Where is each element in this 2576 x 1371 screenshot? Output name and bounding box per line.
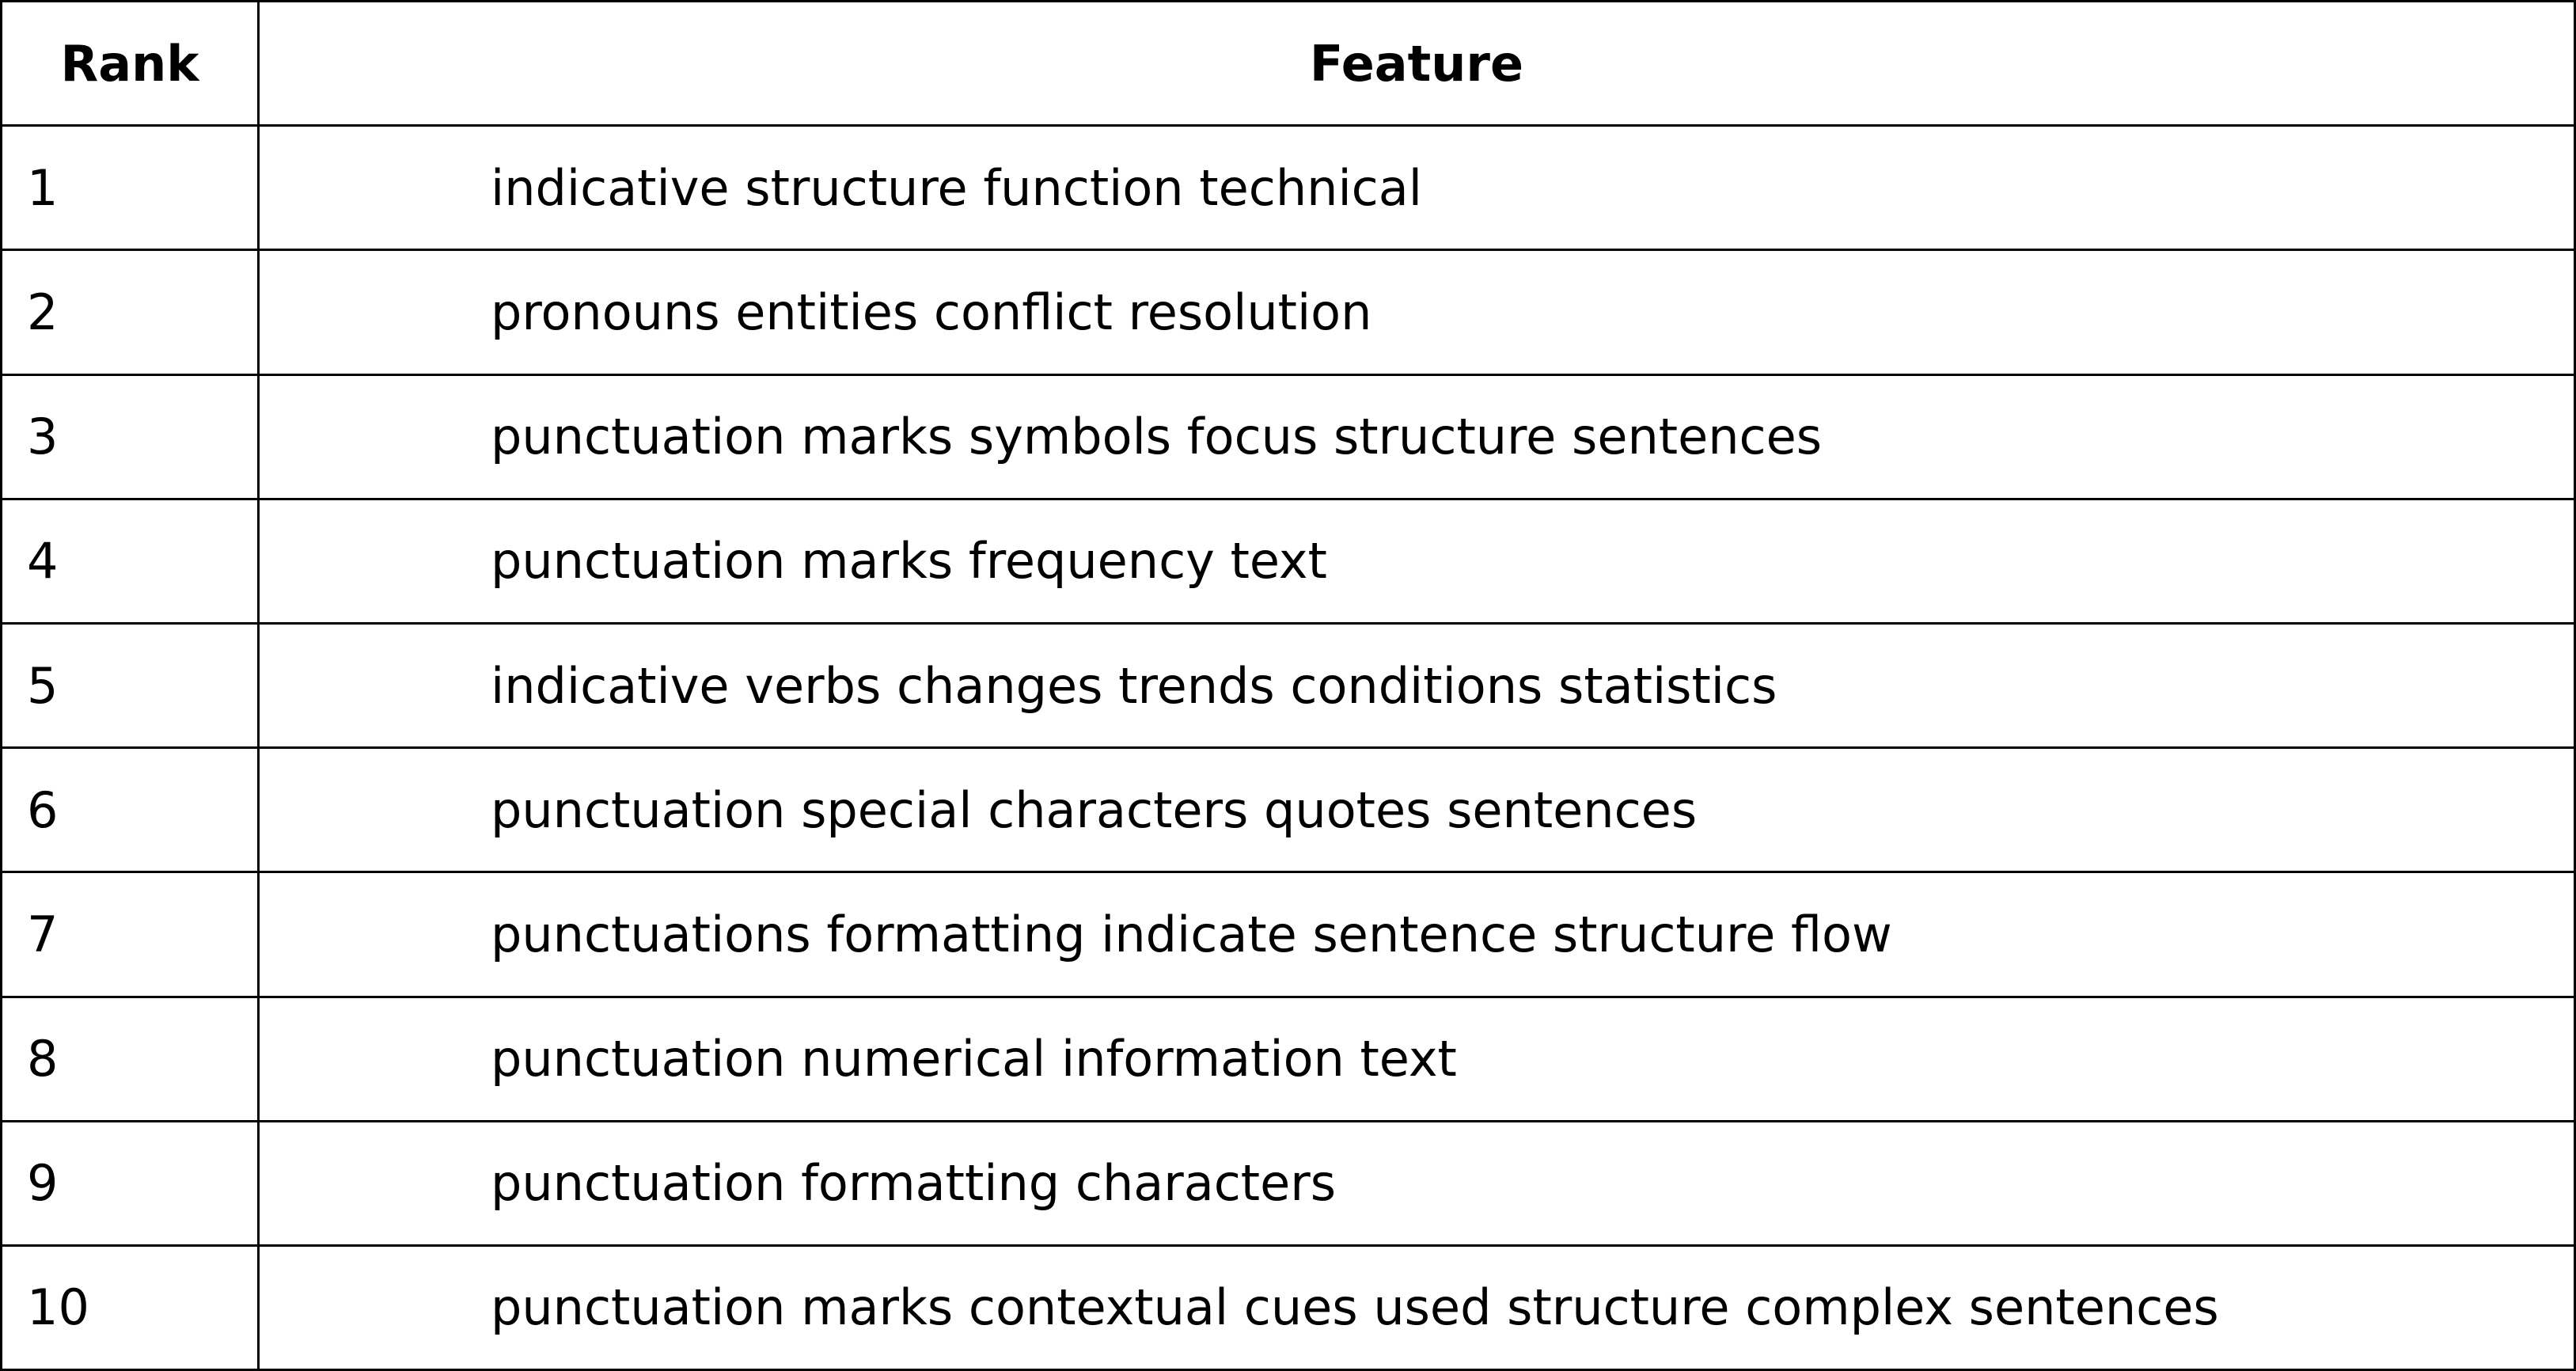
table-header-row: Rank Feature — [2, 2, 2574, 127]
rank-column-header: Rank — [2, 2, 260, 125]
table-row: 7 punctuations formatting indicate sente… — [2, 873, 2574, 998]
table-row: 6 punctuation special characters quotes … — [2, 749, 2574, 874]
table-row: 1 indicative structure function technica… — [2, 127, 2574, 252]
rank-cell: 5 — [2, 624, 260, 747]
rank-cell: 1 — [2, 127, 260, 249]
table-row: 3 punctuation marks symbols focus struct… — [2, 375, 2574, 500]
table-row: 5 indicative verbs changes trends condit… — [2, 624, 2574, 750]
table-row: 2 pronouns entities conflict resolution — [2, 251, 2574, 376]
feature-cell: punctuation numerical information text — [491, 1030, 1457, 1088]
feature-cell: pronouns entities conflict resolution — [491, 283, 1372, 341]
table-row: 8 punctuation numerical information text — [2, 997, 2574, 1122]
rank-cell: 3 — [2, 375, 260, 498]
rank-cell: 8 — [2, 997, 260, 1120]
feature-cell: punctuation special characters quotes se… — [491, 780, 1698, 839]
feature-cell: indicative verbs changes trends conditio… — [491, 656, 1777, 715]
rank-cell: 10 — [2, 1246, 260, 1369]
rank-cell: 7 — [2, 873, 260, 996]
rank-cell: 6 — [2, 749, 260, 872]
rank-cell: 2 — [2, 251, 260, 374]
feature-cell: punctuation marks symbols focus structur… — [491, 408, 1823, 466]
table-row: 4 punctuation marks frequency text — [2, 499, 2574, 625]
table-row: 9 punctuation formatting characters — [2, 1122, 2574, 1247]
table-row: 10 punctuation marks contextual cues use… — [2, 1246, 2574, 1369]
feature-cell: punctuations formatting indicate sentenc… — [491, 905, 1892, 963]
feature-column-header: Feature — [1309, 34, 1524, 93]
rank-cell: 9 — [2, 1122, 260, 1244]
feature-cell: punctuation marks contextual cues used s… — [491, 1278, 2219, 1337]
feature-cell: punctuation marks frequency text — [491, 532, 1327, 591]
feature-cell: indicative structure function technical — [491, 158, 1422, 217]
rank-cell: 4 — [2, 499, 260, 622]
feature-cell: punctuation formatting characters — [491, 1154, 1337, 1213]
